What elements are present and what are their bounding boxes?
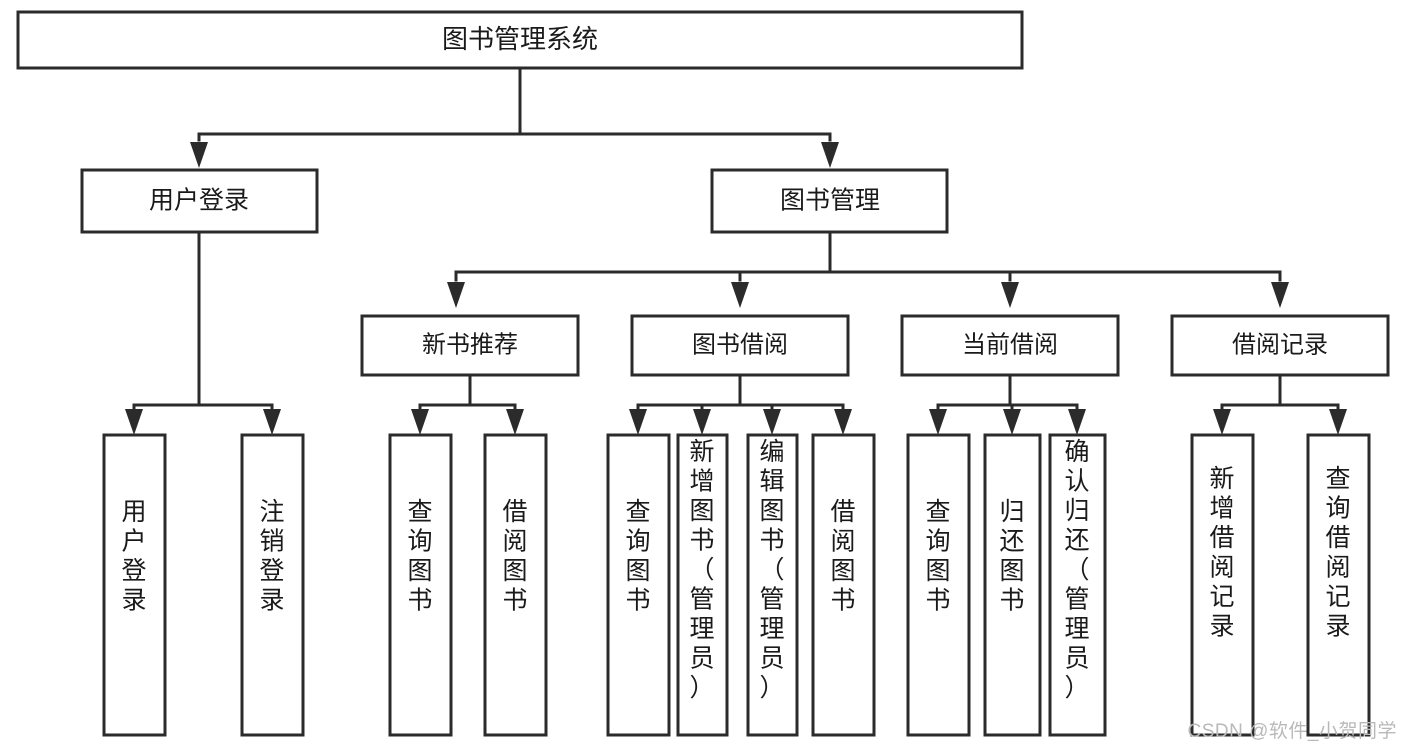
node-leaf-add-book-box[interactable] [676, 433, 729, 737]
node-leaf-query-book-2-label: 查询图书 [625, 498, 650, 615]
node-leaf-user-logout-box[interactable] [240, 433, 305, 737]
node-leaf-user-login-box[interactable] [102, 433, 167, 737]
arrow-to-leaf-add-record [1213, 409, 1231, 435]
node-borrow-record-label: 借阅记录 [1232, 331, 1328, 358]
arrow-to-book-borrow [731, 282, 749, 308]
arrow-to-borrow-record [1271, 282, 1289, 308]
arrow-to-leaf-query-record [1329, 409, 1347, 435]
arrow-to-leaf-borrow-book-1 [506, 409, 524, 435]
edges-borrowrecord-to-leaves [1213, 373, 1347, 435]
node-new-book-rec[interactable]: 新书推荐 [360, 314, 580, 377]
arrow-to-leaf-query-book-2 [629, 409, 647, 435]
arrow-to-user-login [190, 142, 208, 168]
node-book-borrow[interactable]: 图书借阅 [630, 314, 850, 377]
node-leaf-user-logout[interactable]: 注销登录 [240, 433, 305, 737]
arrow-to-leaf-borrow-book-2 [834, 409, 852, 435]
node-new-book-rec-box[interactable] [360, 314, 580, 377]
arrow-to-book-manage [821, 142, 839, 168]
node-leaf-query-book-2[interactable]: 查询图书 [606, 433, 671, 737]
node-borrow-record[interactable]: 借阅记录 [1170, 314, 1390, 377]
arrow-to-leaf-confirm-return [1068, 409, 1086, 435]
node-leaf-add-record-label: 新增借阅记录 [1209, 465, 1234, 641]
node-leaf-return-book-box[interactable] [983, 433, 1042, 737]
edges-newbookrec-to-leaves [411, 373, 524, 435]
node-leaf-query-book-3-box[interactable] [906, 433, 971, 737]
arrow-to-leaf-user-login [125, 409, 143, 435]
node-book-manage-box[interactable] [710, 168, 949, 234]
node-current-borrow-label: 当前借阅 [962, 331, 1058, 358]
edges-bookborrow-to-leaves [629, 373, 852, 435]
node-user-login[interactable]: 用户登录 [80, 168, 319, 234]
arrow-to-leaf-return-book [1003, 409, 1021, 435]
node-book-borrow-label: 图书借阅 [692, 331, 788, 358]
node-root[interactable]: 图书管理系统 [16, 10, 1024, 70]
node-leaf-query-book-3-label: 查询图书 [925, 498, 950, 615]
node-leaf-query-book-3[interactable]: 查询图书 [906, 433, 971, 737]
node-leaf-edit-book-label: 编辑图书（管理员） [759, 438, 784, 702]
csdn-watermark: CSDN @软件_小贺同学 [1187, 721, 1397, 742]
node-leaf-query-book-2-box[interactable] [606, 433, 671, 737]
node-leaf-confirm-return[interactable]: 确认归还（管理员） [1048, 433, 1107, 737]
arrow-to-new-book-rec [447, 282, 465, 308]
edges-bookmanage-to-level3 [447, 230, 1289, 308]
node-leaf-query-book-1-box[interactable] [388, 433, 453, 737]
node-leaf-borrow-book-1[interactable]: 借阅图书 [483, 433, 548, 737]
edges-root-to-level2 [190, 66, 839, 168]
node-leaf-confirm-return-label: 确认归还（管理员） [1064, 438, 1089, 702]
node-user-login-label: 用户登录 [149, 187, 249, 215]
arrow-to-current-borrow [1001, 282, 1019, 308]
node-leaf-user-login[interactable]: 用户登录 [102, 433, 167, 737]
node-leaf-confirm-return-box[interactable] [1048, 433, 1107, 737]
node-leaf-edit-book-box[interactable] [746, 433, 799, 737]
arrow-to-leaf-query-book-3 [929, 409, 947, 435]
node-leaf-borrow-book-2-label: 借阅图书 [830, 498, 855, 615]
node-leaf-borrow-book-1-box[interactable] [483, 433, 548, 737]
node-root-box[interactable] [16, 10, 1024, 70]
node-leaf-query-book-1[interactable]: 查询图书 [388, 433, 453, 737]
node-leaf-query-record-box[interactable] [1306, 433, 1371, 737]
node-borrow-record-box[interactable] [1170, 314, 1390, 377]
node-leaf-return-book-label: 归还图书 [999, 498, 1024, 615]
node-new-book-rec-label: 新书推荐 [422, 331, 518, 358]
arrow-to-leaf-edit-book [763, 409, 781, 435]
node-book-manage[interactable]: 图书管理 [710, 168, 949, 234]
node-leaf-edit-book[interactable]: 编辑图书（管理员） [746, 433, 799, 737]
arrow-to-leaf-query-book-1 [411, 409, 429, 435]
node-leaf-query-record-label: 查询借阅记录 [1325, 465, 1350, 641]
node-current-borrow[interactable]: 当前借阅 [900, 314, 1120, 377]
node-leaf-add-book-label: 新增图书（管理员） [689, 438, 714, 702]
node-leaf-add-record[interactable]: 新增借阅记录 [1190, 433, 1255, 737]
arrow-to-leaf-add-book [693, 409, 711, 435]
node-user-login-box[interactable] [80, 168, 319, 234]
node-leaf-borrow-book-2-box[interactable] [811, 433, 876, 737]
node-current-borrow-box[interactable] [900, 314, 1120, 377]
node-book-manage-label: 图书管理 [780, 187, 880, 215]
node-leaf-add-record-box[interactable] [1190, 433, 1255, 737]
node-leaf-return-book[interactable]: 归还图书 [983, 433, 1042, 737]
node-leaf-query-record[interactable]: 查询借阅记录 [1306, 433, 1371, 737]
arrow-to-leaf-user-logout [263, 409, 281, 435]
node-leaf-user-login-label: 用户登录 [121, 498, 146, 615]
node-leaf-borrow-book-1-label: 借阅图书 [502, 498, 527, 615]
edges-userlogin-to-leaves [125, 230, 281, 435]
node-leaf-user-logout-label: 注销登录 [259, 498, 284, 615]
node-leaf-add-book[interactable]: 新增图书（管理员） [676, 433, 729, 737]
node-book-borrow-box[interactable] [630, 314, 850, 377]
node-root-label: 图书管理系统 [442, 24, 598, 54]
edges-currentborrow-to-leaves [929, 373, 1086, 435]
node-leaf-borrow-book-2[interactable]: 借阅图书 [811, 433, 876, 737]
node-leaf-query-book-1-label: 查询图书 [407, 498, 432, 615]
